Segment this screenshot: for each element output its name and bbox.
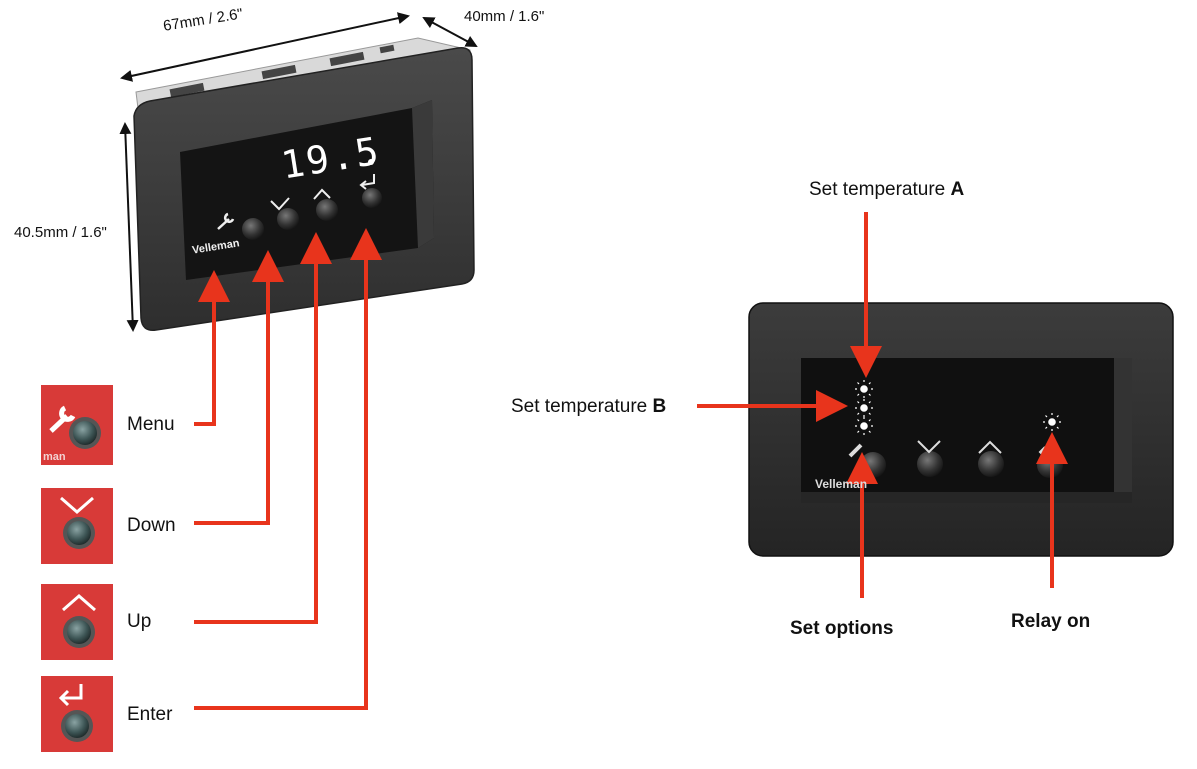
down-label: Down [127,515,176,536]
thumb-brand-fragment: man [43,451,66,463]
led-indicator-relay-icon [1043,413,1061,431]
width-dimension-arrow [120,12,410,82]
left-enter-knob [362,188,382,208]
down-button-thumbnail [41,488,113,564]
led-indicator-options-icon [855,417,873,435]
relay-on-label: Relay on [1011,611,1091,632]
enter-return-icon [58,684,83,707]
chevron-down-icon [917,440,941,454]
set-temperature-b-text: Set temperature [511,396,653,417]
chevron-down-icon [60,496,94,514]
height-dimension-arrow [119,122,139,332]
wrench-icon [217,212,235,230]
set-temperature-a-letter: A [950,179,965,200]
enter-label: Enter [127,704,173,725]
down-leader-arrow [194,250,284,525]
right-callout-arrows [697,212,1068,598]
depth-dimension-arrow [422,17,478,47]
right-brand-logo: Velleman [815,477,868,491]
up-button-thumbnail [41,584,113,660]
wrench-icon [49,405,76,433]
menu-button-thumbnail: man [41,385,113,465]
left-leader-arrows [194,228,382,710]
set-temperature-b-label: Set temperature B [511,396,666,418]
right-up-knob [978,451,1004,477]
left-down-knob [277,208,299,230]
left-device [133,37,475,331]
chevron-up-icon [978,440,1002,454]
up-label: Up [127,611,152,632]
up-leader-arrow [194,232,332,624]
set-temperature-b-letter: B [652,396,667,417]
enter-return-icon [359,174,375,190]
led-indicator-a-icon [855,380,873,398]
left-up-knob [316,199,338,221]
set-options-label: Set options [790,618,894,639]
menu-leader-arrow [194,270,230,426]
enter-leader-arrow [194,228,382,710]
menu-thumbnail-graphic [49,405,101,449]
enter-button-thumbnail [41,676,113,752]
right-down-knob [917,451,943,477]
led-indicator-b-icon [855,399,873,417]
height-dimension-label: 40.5mm / 1.6" [14,224,107,241]
left-menu-knob [242,218,264,240]
set-temperature-a-label: Set temperature A [809,179,964,201]
set-temperature-a-text: Set temperature [809,179,951,200]
depth-dimension-label: 40mm / 1.6" [464,8,545,25]
chevron-up-icon [313,188,331,200]
right-device [748,302,1174,557]
chevron-down-icon [270,197,290,211]
menu-label: Menu [127,414,175,435]
chevron-up-icon [62,594,96,612]
